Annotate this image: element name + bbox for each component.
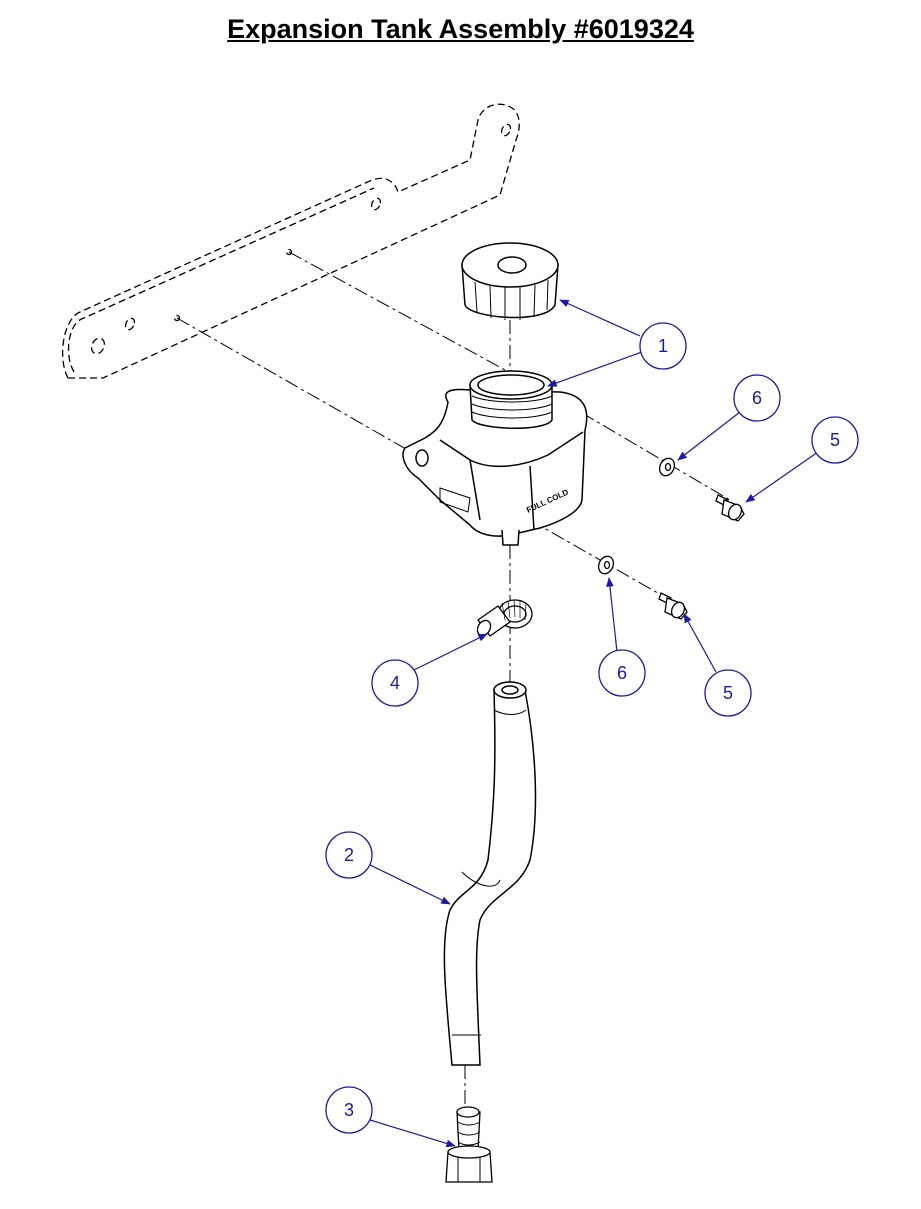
bolt-upper bbox=[715, 494, 745, 522]
hose-clamp bbox=[476, 599, 533, 637]
leader-3 bbox=[369, 1119, 456, 1148]
callout-label-6a: 6 bbox=[752, 388, 762, 408]
washer-lower bbox=[597, 555, 615, 575]
diagram-title: Expansion Tank Assembly #6019324 bbox=[227, 14, 694, 44]
leader-6b bbox=[606, 577, 618, 653]
expansion-tank: FULL COLD bbox=[402, 370, 588, 546]
callout-label-5a: 5 bbox=[830, 430, 840, 450]
leader-2 bbox=[367, 863, 451, 905]
callout-balloon-6a: 6 bbox=[733, 374, 781, 422]
mounting-bracket bbox=[62, 103, 520, 379]
leader-1-cap bbox=[559, 299, 641, 337]
tank-cap bbox=[461, 242, 559, 320]
callout-balloon-6b: 6 bbox=[598, 649, 646, 697]
callout-label-2: 2 bbox=[344, 845, 354, 865]
leader-4 bbox=[413, 633, 488, 671]
leader-5b bbox=[683, 613, 717, 673]
callout-label-6b: 6 bbox=[617, 663, 627, 683]
coolant-hose bbox=[443, 681, 537, 1066]
callout-label-3: 3 bbox=[344, 1100, 354, 1120]
leader-lines bbox=[367, 299, 819, 1148]
callout-balloon-3: 3 bbox=[325, 1086, 373, 1134]
hose-fitting bbox=[445, 1106, 493, 1183]
callout-balloon-1: 1 bbox=[639, 322, 687, 370]
leader-1-tank bbox=[547, 351, 643, 387]
washer-upper bbox=[658, 457, 676, 477]
callout-balloon-5a: 5 bbox=[811, 416, 859, 464]
callout-balloon-5b: 5 bbox=[704, 669, 752, 717]
bolt-lower bbox=[658, 592, 688, 620]
callout-balloon-4: 4 bbox=[371, 659, 419, 707]
callout-label-4: 4 bbox=[390, 673, 400, 693]
callout-label-1: 1 bbox=[658, 336, 668, 356]
callout-balloon-2: 2 bbox=[325, 831, 373, 879]
callout-label-5b: 5 bbox=[723, 683, 733, 703]
leader-6a bbox=[677, 411, 741, 461]
leader-5a bbox=[745, 451, 819, 503]
